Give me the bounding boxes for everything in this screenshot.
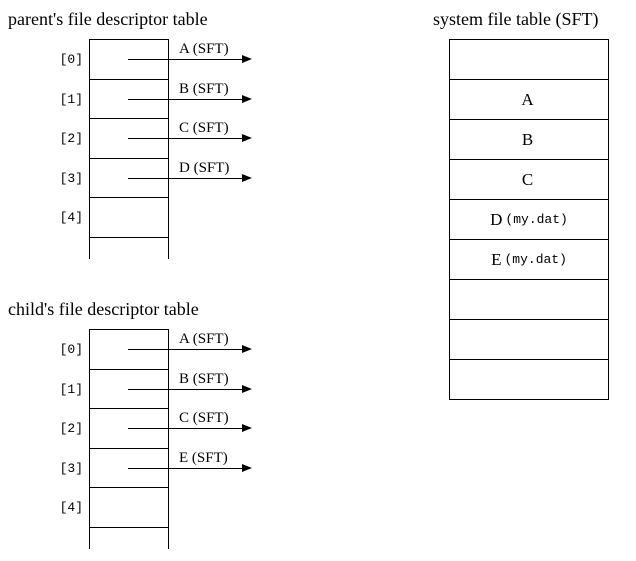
sft-entry-label: C xyxy=(521,170,534,189)
sft-entry-file: (my.dat) xyxy=(505,212,568,227)
parent-fd-table: [0] A (SFT) [1] B (SFT) [2] C (SFT) [3] … xyxy=(60,39,252,238)
sft-row-2: B xyxy=(450,120,608,160)
fd-index-label: [1] xyxy=(59,91,83,107)
fd-index-label: [4] xyxy=(59,500,83,515)
sft-entry-label: D xyxy=(490,210,503,229)
sft-row-6 xyxy=(450,280,608,320)
fd-index-label: [1] xyxy=(59,381,83,397)
sft-pointer-line xyxy=(128,177,243,179)
sft-pointer-line xyxy=(128,428,243,429)
sft-pointer-label: C (SFT) xyxy=(179,410,229,426)
sft-pointer-label: A (SFT) xyxy=(179,41,229,57)
parent-fd-row-4: [4] xyxy=(60,198,168,238)
sft-row-8 xyxy=(450,360,608,400)
sft-row-3: C xyxy=(450,160,608,200)
sft-pointer-label: C (SFT) xyxy=(179,120,229,136)
arrow-right-icon xyxy=(242,173,252,182)
child-fd-row-1: [1] B (SFT) xyxy=(60,370,252,409)
arrow-right-icon xyxy=(242,55,252,63)
sft-row-1: A xyxy=(450,80,608,120)
sft-entry-label: A xyxy=(521,90,534,109)
child-fd-row-4: [4] xyxy=(60,488,168,528)
sft-pointer-label: B (SFT) xyxy=(179,370,229,387)
sft-pointer-line xyxy=(128,138,243,139)
arrow-right-icon xyxy=(242,345,252,353)
child-fd-table-continuation xyxy=(89,527,169,549)
sft-pointer-line xyxy=(128,98,243,100)
sft-pointer-label: B (SFT) xyxy=(179,80,229,97)
sft-pointer-label: A (SFT) xyxy=(179,331,229,347)
child-fd-row-2: [2] C (SFT) xyxy=(60,409,252,449)
fd-index-label: [2] xyxy=(59,421,83,436)
sft-row-4: D(my.dat) xyxy=(450,200,608,240)
arrow-right-icon xyxy=(242,424,252,432)
sft-entry-label: E xyxy=(491,250,502,269)
sft-row-0 xyxy=(450,40,608,80)
sft-entry-file: (my.dat) xyxy=(504,252,567,267)
sft-pointer-label: D (SFT) xyxy=(179,159,230,176)
fd-index-label: [0] xyxy=(59,342,83,357)
sft-row-7 xyxy=(450,320,608,360)
child-fd-row-3: [3] E (SFT) xyxy=(60,449,252,488)
sft-title: system file table (SFT) xyxy=(433,9,599,29)
sft-pointer-line xyxy=(128,467,243,469)
parent-fd-row-3: [3] D (SFT) xyxy=(60,159,252,198)
fd-index-label: [2] xyxy=(59,131,83,146)
sft-pointer-line xyxy=(128,388,243,390)
sft-pointer-label: E (SFT) xyxy=(179,449,228,466)
system-file-table: A B C D(my.dat) E(my.dat) xyxy=(449,39,609,400)
parent-table-title: parent's file descriptor table xyxy=(8,9,208,29)
fd-index-label: [4] xyxy=(59,210,83,225)
child-fd-table: [0] A (SFT) [1] B (SFT) [2] C (SFT) [3] … xyxy=(60,329,252,528)
sft-pointer-line xyxy=(128,59,243,60)
sft-pointer-line xyxy=(128,349,243,350)
child-fd-row-0: [0] A (SFT) xyxy=(60,330,252,370)
child-table-title: child's file descriptor table xyxy=(8,299,199,319)
parent-fd-row-0: [0] A (SFT) xyxy=(60,40,252,80)
fd-index-label: [3] xyxy=(59,460,83,476)
arrow-right-icon xyxy=(242,94,252,103)
parent-fd-row-2: [2] C (SFT) xyxy=(60,119,252,159)
sft-row-5: E(my.dat) xyxy=(450,240,608,280)
fd-index-label: [3] xyxy=(59,170,83,186)
fd-index-label: [0] xyxy=(59,52,83,67)
arrow-right-icon xyxy=(242,134,252,142)
sft-entry-label: B xyxy=(521,130,534,149)
arrow-right-icon xyxy=(242,463,252,472)
arrow-right-icon xyxy=(242,384,252,393)
parent-fd-row-1: [1] B (SFT) xyxy=(60,80,252,119)
parent-fd-table-continuation xyxy=(89,237,169,259)
